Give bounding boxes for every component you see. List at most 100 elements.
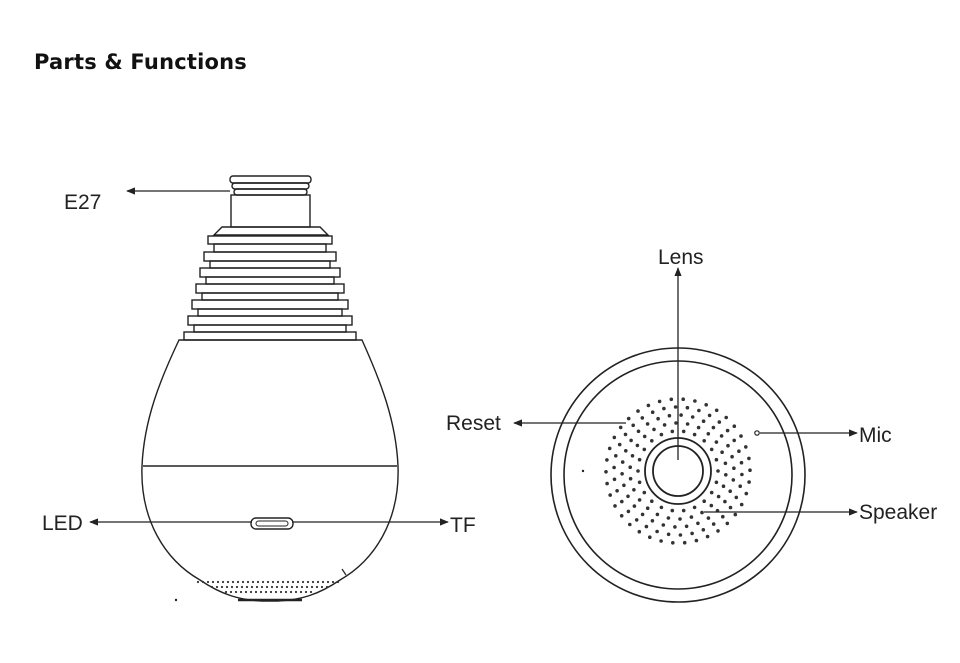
grille-hole <box>605 458 609 462</box>
mesh-hole <box>231 580 235 584</box>
grille-hole <box>714 457 719 462</box>
grille-hole <box>650 519 655 523</box>
grille-hole <box>697 408 701 413</box>
mesh-hole <box>306 580 310 584</box>
grille-hole <box>747 480 751 484</box>
mesh-hole <box>310 585 314 589</box>
mesh-hole <box>260 585 264 589</box>
mesh-hole <box>315 585 319 589</box>
grille-hole <box>637 480 642 485</box>
grille-hole <box>740 472 744 477</box>
mesh-hole <box>220 585 224 589</box>
mesh-hole <box>295 585 299 589</box>
speaker-label: Speaker <box>859 501 937 524</box>
mesh-hole <box>216 580 220 584</box>
grille-hole <box>681 429 686 434</box>
mesh-hole <box>211 580 215 584</box>
mesh-hole <box>261 580 265 584</box>
grille-hole <box>678 533 683 537</box>
grille-hole <box>673 525 677 529</box>
mesh-hole <box>274 590 278 594</box>
grille-hole <box>652 427 656 432</box>
grille-hole <box>617 442 622 447</box>
grille-hole <box>667 413 672 418</box>
grille-hole <box>693 399 697 403</box>
mesh-hole <box>221 580 225 584</box>
grille-hole <box>661 523 666 527</box>
mesh-hole <box>259 590 263 594</box>
grille-hole <box>717 420 722 424</box>
mesh-hole <box>269 590 273 594</box>
grille-hole <box>632 504 637 508</box>
mesh-hole <box>316 580 320 584</box>
mesh-hole <box>331 580 335 584</box>
mesh-hole <box>230 585 234 589</box>
mesh-hole <box>254 590 258 594</box>
mesh-hole <box>234 590 238 594</box>
mesh-hole <box>256 580 260 584</box>
grille-hole <box>618 425 623 430</box>
grille-hole <box>650 499 654 504</box>
grille-hole <box>619 514 624 518</box>
grille-hole <box>739 434 743 438</box>
grille-hole <box>706 432 711 436</box>
grille-hole <box>666 532 671 537</box>
grille-hole <box>732 424 737 429</box>
grille-hole <box>726 443 730 448</box>
grille-hole <box>739 460 744 465</box>
grille-hole <box>721 514 725 519</box>
bulb-front-view <box>550 347 806 603</box>
mesh-hole <box>320 585 324 589</box>
grille-hole <box>685 422 690 426</box>
grille-hole <box>711 522 716 526</box>
grille-hole <box>648 535 652 539</box>
grille-hole <box>716 529 720 533</box>
grille-hole <box>628 522 632 527</box>
grille-hole <box>690 415 695 419</box>
mesh-hole <box>325 585 329 589</box>
grille-hole <box>646 403 651 408</box>
grille-hole <box>709 490 714 495</box>
grille-hole <box>702 439 706 443</box>
grille-hole <box>655 512 660 517</box>
grille-hole <box>645 506 650 511</box>
led-label: LED <box>42 512 83 535</box>
grille-hole <box>681 397 685 402</box>
grille-hole <box>612 465 616 470</box>
grille-hole <box>728 489 732 494</box>
grille-hole <box>637 457 642 462</box>
mesh-hole <box>271 580 275 584</box>
mesh-hole <box>281 580 285 584</box>
grille-hole <box>612 435 617 440</box>
mesh-hole <box>291 580 295 584</box>
grille-hole <box>725 521 730 526</box>
grille-hole <box>723 499 727 504</box>
grille-hole <box>662 406 666 411</box>
grille-hole <box>674 421 678 425</box>
reset-hole <box>581 469 585 473</box>
grille-hole <box>636 469 640 473</box>
mesh-hole <box>311 580 315 584</box>
heat-sink-fins <box>183 226 357 341</box>
mesh-hole <box>326 580 330 584</box>
grille-hole <box>628 476 633 481</box>
mesh-hole <box>285 585 289 589</box>
grille-hole <box>721 484 726 489</box>
mesh-hole <box>304 590 308 594</box>
grille-hole <box>730 454 734 459</box>
grille-hole <box>689 515 694 519</box>
mesh-hole <box>255 585 259 589</box>
grille-hole <box>684 524 689 529</box>
mesh-hole <box>201 580 205 584</box>
grille-hole <box>733 512 738 517</box>
grille-hole <box>748 468 752 473</box>
grille-hole <box>720 450 724 455</box>
grille-hole <box>692 432 697 437</box>
mesh-hole <box>301 580 305 584</box>
grille-hole <box>644 524 649 529</box>
grille-hole <box>636 429 641 434</box>
mesh-hole <box>289 590 293 594</box>
grille-hole <box>714 408 719 413</box>
grille-hole <box>716 494 721 499</box>
mesh-hole <box>284 590 288 594</box>
